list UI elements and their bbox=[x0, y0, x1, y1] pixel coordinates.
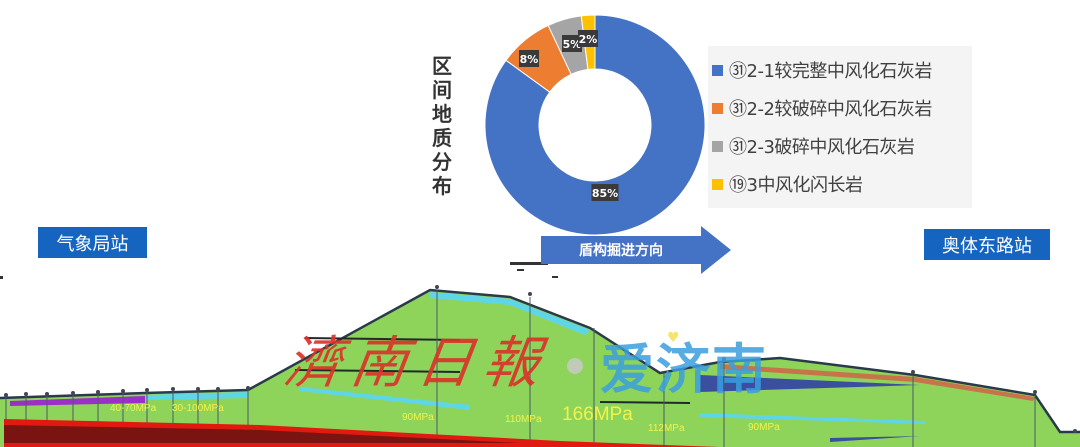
watermark-app: 爱济南 bbox=[600, 338, 768, 401]
svg-text:85%: 85% bbox=[592, 187, 618, 200]
svg-text:5%: 5% bbox=[563, 38, 582, 51]
chart-title-char: 质 bbox=[432, 126, 452, 150]
tunnel-direction-arrow bbox=[541, 226, 731, 274]
tunnel-direction-label: 盾构掘进方向 bbox=[579, 243, 663, 259]
layer-cyan-lens-1 bbox=[700, 413, 925, 424]
chart-title: 区间地质分布 bbox=[428, 54, 456, 198]
legend-item: ㉛2-1较完整中风化石灰岩 bbox=[712, 55, 932, 85]
donut-data-label: 5% bbox=[562, 35, 582, 52]
lens-line bbox=[599, 401, 691, 404]
layer-navy-lens-1 bbox=[700, 375, 920, 392]
strength-label: 90MPa bbox=[402, 412, 434, 423]
chart-title-text: 区间地质分布 bbox=[428, 54, 456, 198]
svg-text:8%: 8% bbox=[520, 53, 539, 66]
legend-swatch-blue bbox=[712, 64, 723, 76]
strength-label: 40-70MPa bbox=[110, 403, 157, 414]
legend-item: ㉛2-3破碎中风化石灰岩 bbox=[712, 131, 915, 161]
legend-swatch-gray bbox=[712, 140, 723, 152]
chart-title-char: 间 bbox=[432, 78, 452, 102]
donut-data-label: 2% bbox=[578, 30, 598, 47]
layer-cyan-left bbox=[145, 392, 248, 400]
layer-cyan-lens-2 bbox=[300, 387, 470, 410]
arrow-right-icon bbox=[541, 226, 731, 274]
chart-title-char: 区 bbox=[432, 54, 452, 78]
lens-line bbox=[304, 337, 461, 341]
lens-line bbox=[294, 369, 461, 373]
station-right-label: 奥体东路站 bbox=[924, 229, 1050, 260]
layer-cyan-top bbox=[430, 292, 590, 335]
drawing-annotation bbox=[510, 262, 558, 278]
station-left-label: 气象局站 bbox=[38, 227, 147, 258]
donut-slice bbox=[484, 14, 706, 236]
geology-donut-chart: 85% 8% 5%2% bbox=[484, 14, 706, 236]
chart-legend: ㉛2-1较完整中风化石灰岩 ㉛2-2较破碎中风化石灰岩 ㉛2-3破碎中风化石灰岩… bbox=[708, 46, 972, 208]
strength-label: 30-100MPa bbox=[172, 403, 224, 414]
watermark-separator-dot bbox=[567, 358, 583, 374]
strength-label: 112MPa bbox=[648, 423, 685, 434]
rock-body bbox=[0, 290, 1080, 447]
donut-data-label: 8% bbox=[519, 50, 539, 67]
chart-title-char: 地 bbox=[432, 102, 452, 126]
legend-item: ㉛2-2较破碎中风化石灰岩 bbox=[712, 93, 932, 123]
svg-text:2%: 2% bbox=[579, 33, 598, 46]
chart-title-char: 布 bbox=[432, 174, 452, 198]
strength-label: 166MPa bbox=[562, 404, 633, 425]
legend-swatch-yellow bbox=[712, 178, 723, 190]
legend-item: ⑲3中风化闪长岩 bbox=[712, 169, 863, 199]
legend-label: ㉛2-2较破碎中风化石灰岩 bbox=[729, 99, 932, 120]
layer-brown-right bbox=[720, 364, 1035, 401]
heart-icon: ♥ bbox=[667, 330, 680, 346]
strength-label: 110MPa bbox=[505, 414, 542, 425]
shield-tunnel-core bbox=[4, 425, 520, 443]
watermark-newspaper: 濟南日報 bbox=[280, 331, 554, 396]
chart-title-char: 分 bbox=[432, 150, 452, 174]
layer-purple bbox=[10, 396, 145, 406]
legend-swatch-orange bbox=[712, 102, 723, 114]
corner-mark bbox=[0, 276, 3, 279]
donut-slices bbox=[484, 14, 706, 236]
borehole-caps bbox=[4, 285, 1077, 433]
strength-label: 90MPa bbox=[748, 422, 780, 433]
legend-label: ㉛2-1较完整中风化石灰岩 bbox=[729, 61, 932, 82]
donut-data-label: 85% bbox=[591, 184, 619, 201]
legend-label: ㉛2-3破碎中风化石灰岩 bbox=[729, 137, 915, 158]
legend-label: ⑲3中风化闪长岩 bbox=[729, 175, 863, 196]
layer-navy-lens-2 bbox=[830, 436, 920, 442]
donut-data-labels: 85% 8% 5%2% bbox=[519, 30, 619, 201]
